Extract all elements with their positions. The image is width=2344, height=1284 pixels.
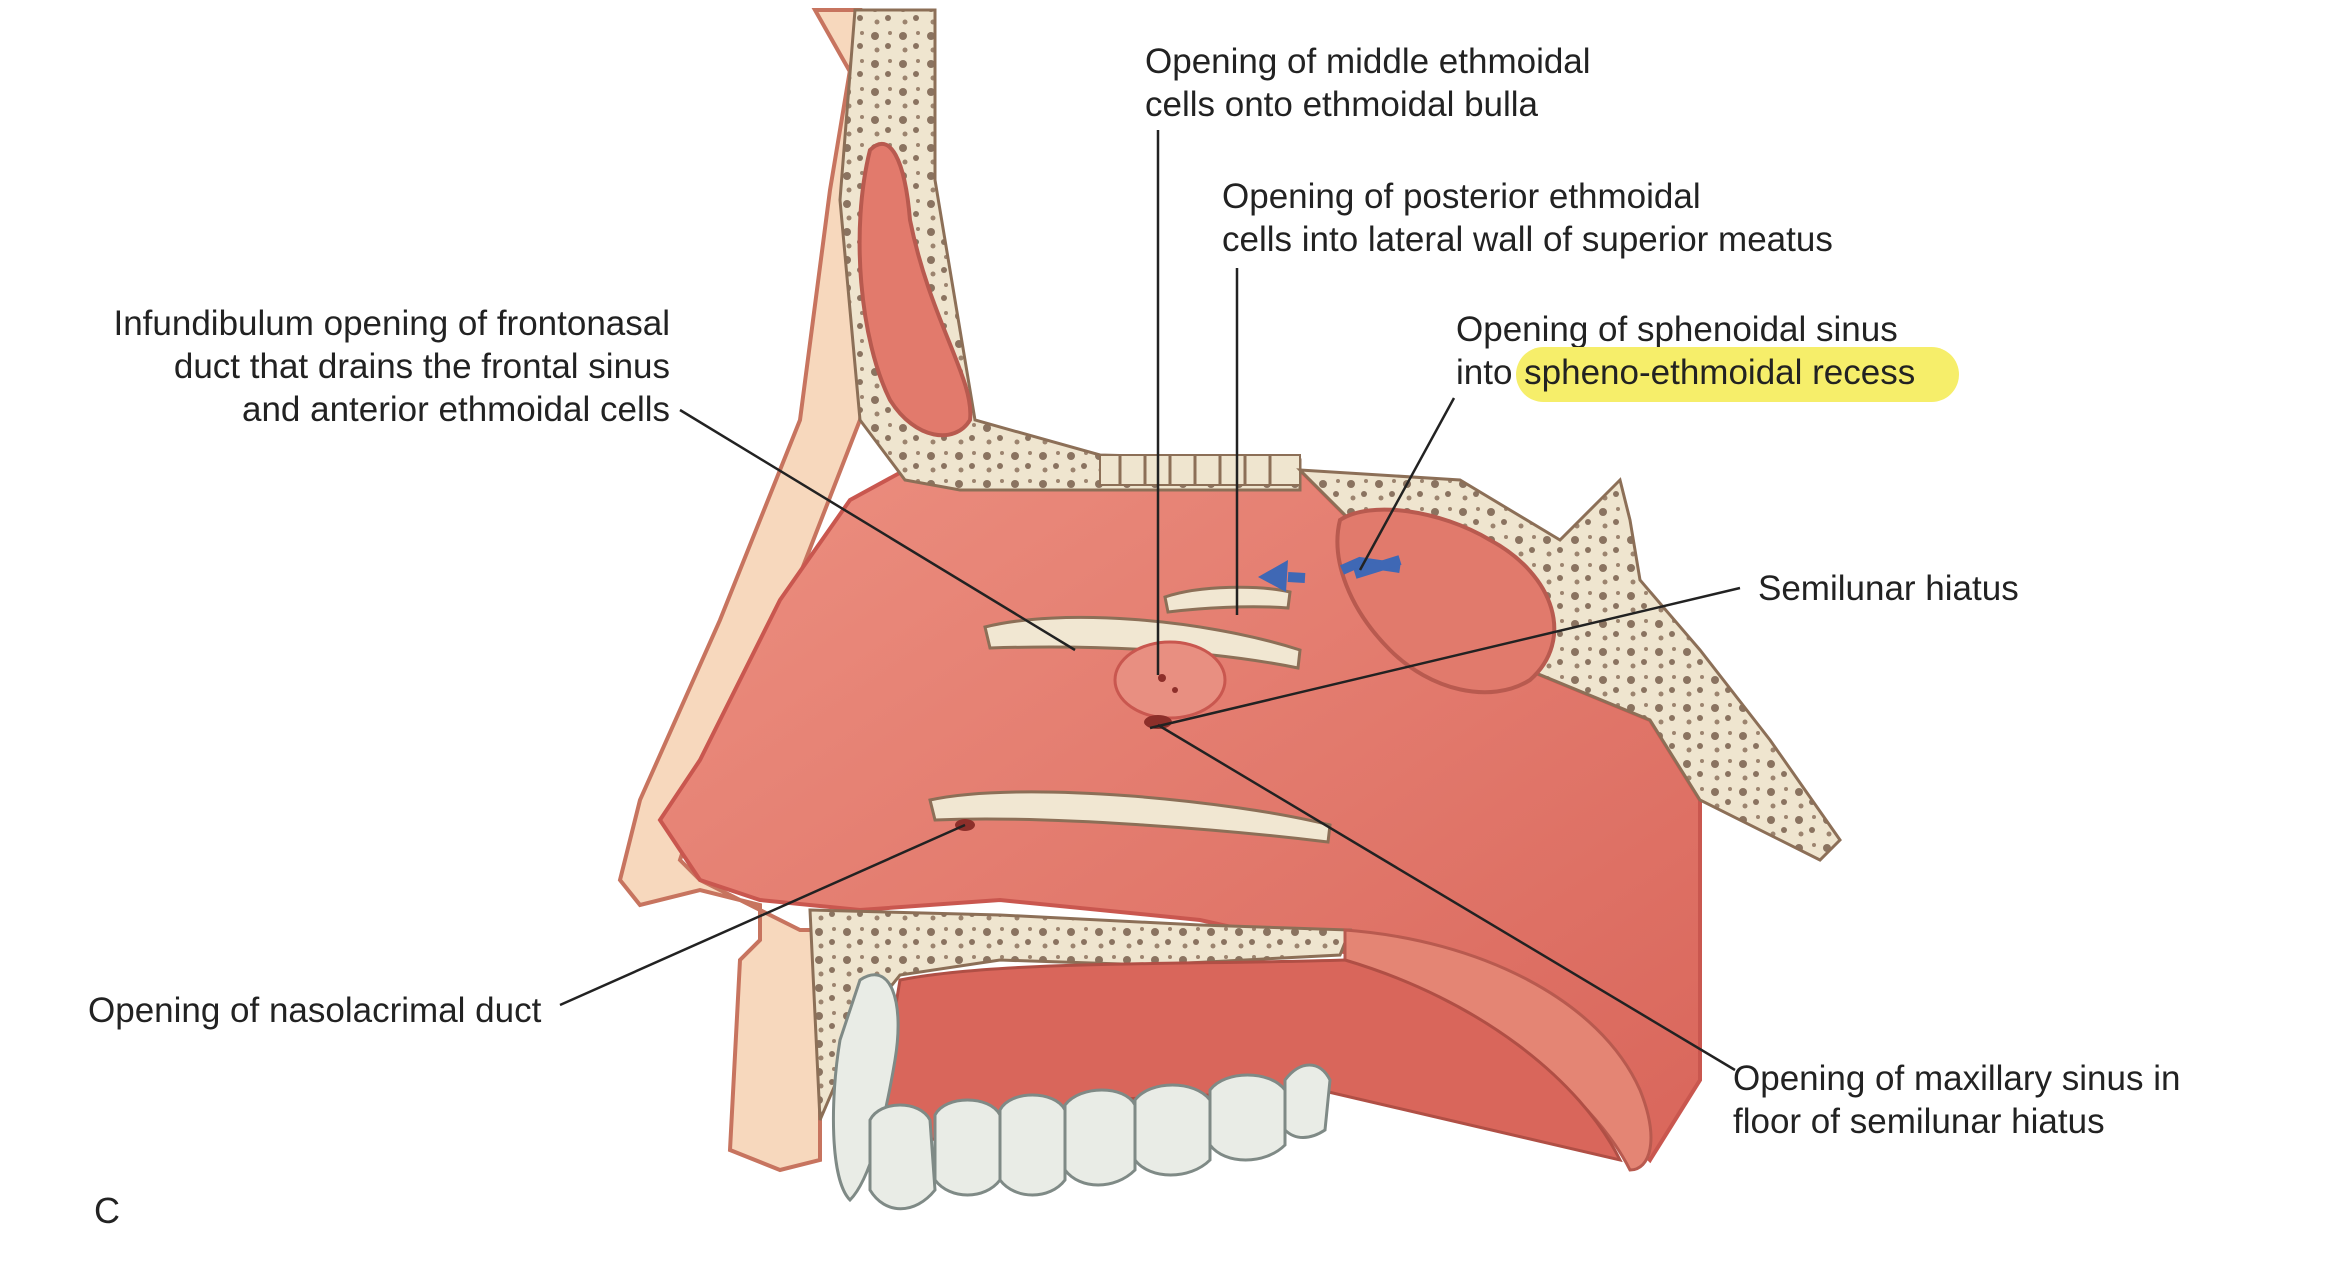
label-maxillary-sinus: Opening of maxillary sinus in floor of s… [1733,1057,2180,1143]
label-middle-ethmoidal: Opening of middle ethmoidal cells onto e… [1145,40,1591,126]
inferior-concha [928,790,1332,844]
leader-lines [559,130,1741,1072]
leader-semilunar [1149,586,1741,730]
label-posterior-ethmoidal-line2: cells into lateral wall of superior meat… [1222,220,1833,259]
panel-letter: C [94,1190,120,1231]
label-middle-ethmoidal-line1: Opening of middle ethmoidal [1145,42,1591,81]
sphenoidal-sinus [1335,507,1557,695]
label-sphenoidal-line1: Opening of sphenoidal sinus [1456,310,1898,349]
ethmoidal-bulla [1113,640,1227,720]
label-sphenoidal-sinus: Opening of sphenoidal sinus into spheno-… [1456,308,1960,402]
highlighted-term: spheno-ethmoidal recess [1516,347,1960,402]
cribriform-plate [1099,454,1301,486]
label-semilunar-hiatus: Semilunar hiatus [1758,567,2019,610]
label-maxillary-line1: Opening of maxillary sinus in [1733,1059,2181,1098]
drainage-arrow-2 [1353,555,1402,579]
drainage-arrowhead [1258,560,1288,592]
superior-concha [1163,585,1292,614]
label-sphenoidal-prefix: into [1456,353,1523,392]
leader-nasolacrimal [559,823,966,1007]
label-maxillary-line2: floor of semilunar hiatus [1733,1102,2105,1141]
leader-infundibulum [679,408,1076,652]
label-nasolacrimal-line1: Opening of nasolacrimal duct [88,991,542,1030]
label-infundibulum: Infundibulum opening of frontonasal duct… [113,302,670,431]
label-posterior-ethmoidal: Opening of posterior ethmoidal cells int… [1222,175,1833,261]
label-sphenoidal-line2: into spheno-ethmoidal recess [1456,347,1960,402]
label-infundibulum-line3: and anterior ethmoidal cells [241,390,670,429]
leader-sphenoidal [1358,397,1456,571]
teeth-row [868,1063,1332,1211]
oral-cavity [878,958,1623,1163]
label-posterior-ethmoidal-line1: Opening of posterior ethmoidal [1222,177,1701,216]
label-infundibulum-line2: duct that drains the frontal sinus [173,347,670,386]
leader-maxillary [1157,723,1736,1072]
label-infundibulum-line1: Infundibulum opening of frontonasal [113,304,670,343]
label-middle-ethmoidal-line2: cells onto ethmoidal bulla [1145,85,1539,124]
label-semilunar-line1: Semilunar hiatus [1758,569,2019,608]
label-nasolacrimal: Opening of nasolacrimal duct [88,989,541,1032]
frontal-sinus [857,142,973,438]
